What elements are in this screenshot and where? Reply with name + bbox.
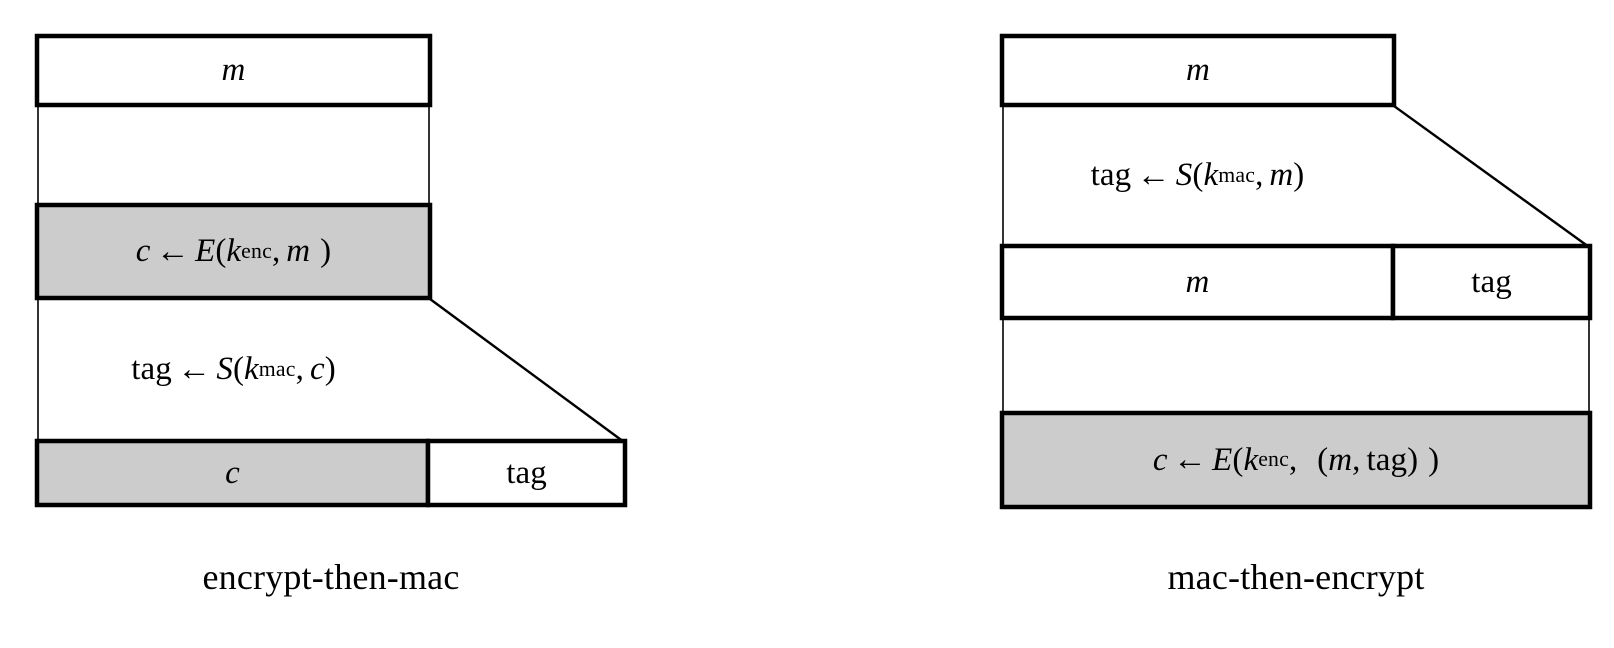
left-diagram-caption: encrypt-then-mac xyxy=(202,557,460,597)
right-top-box xyxy=(999,33,1397,108)
right-middle-tag-cell xyxy=(1390,243,1593,321)
right-encrypt-box xyxy=(999,410,1593,510)
left-diagonal-connector xyxy=(429,298,625,443)
right-middle-message-cell xyxy=(999,243,1396,321)
left-connector-lines xyxy=(37,105,430,441)
right-diagonal-connector xyxy=(1393,105,1590,248)
left-output-tag-cell xyxy=(425,438,628,508)
right-diagram-caption: mac-then-encrypt xyxy=(1167,557,1425,597)
left-top-box xyxy=(34,33,433,108)
left-output-ciphertext-cell xyxy=(34,438,431,508)
right-connector-lines xyxy=(1002,105,1590,413)
left-encrypt-box xyxy=(34,202,433,301)
